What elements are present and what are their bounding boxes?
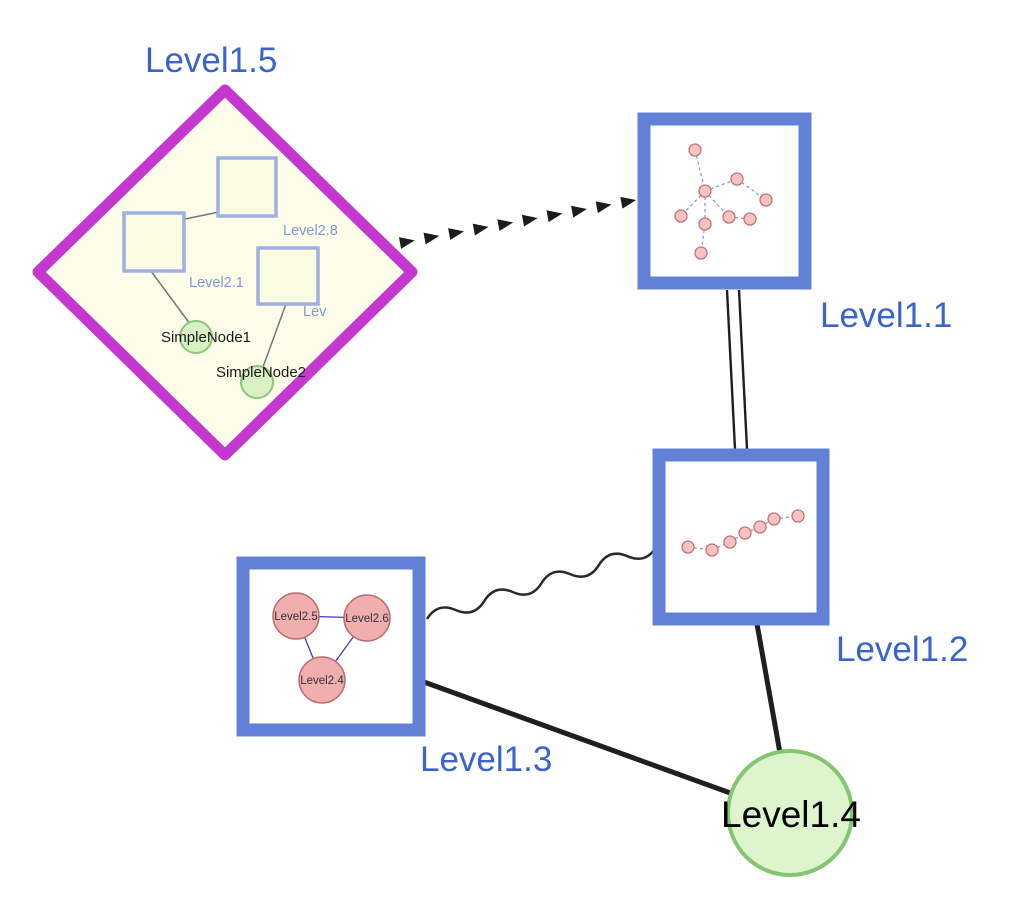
node-level1-3[interactable]: Level2.5 Level2.6 Level2.4 [236,556,426,737]
label-level1-4: Level1.4 [721,794,861,835]
edge-level1-5-to-level1-1[interactable] [398,194,638,249]
node-simplenode1[interactable] [179,320,213,354]
label-level1-2: Level1.2 [836,630,968,669]
edge-level1-3-to-level1-2[interactable] [425,541,658,625]
node-level1-5[interactable]: Level2.8 Level2.1 Lev SimpleNode1 Simple… [32,84,418,461]
node-level2-4[interactable] [298,656,346,704]
level1-4-circle[interactable] [726,749,854,877]
edge-lev-to-simplenode2[interactable] [262,303,287,368]
diamond-shape[interactable] [32,84,418,461]
label-level2-8: Level2.8 [283,223,338,239]
label-simplenode2: SimpleNode2 [216,364,306,381]
label-level1-3: Level1.3 [420,740,552,779]
node-level1-2[interactable] [652,448,830,626]
node-level2-x[interactable] [256,246,320,306]
label-level2-6: Level2.6 [345,613,388,625]
edge-level1-1-to-level1-2[interactable] [725,289,749,450]
node-level1-4[interactable]: Level1.4 [721,749,861,877]
node-level2-1[interactable] [122,211,186,273]
edge-level1-3-to-level1-4[interactable] [423,679,734,797]
label-level1-5: Level1.5 [145,41,277,80]
label-simplenode1: SimpleNode1 [161,329,251,346]
edge-level1-2-to-level1-4[interactable] [754,623,783,754]
label-level2-5: Level2.5 [274,611,317,623]
edge-level2-1-to-simplenode1[interactable] [150,270,191,325]
label-level2-4: Level2.4 [300,675,344,687]
label-level2-1: Level2.1 [189,275,244,291]
label-level1-1: Level1.1 [820,296,952,335]
level1-1-inner-nodes [674,143,773,260]
node-simplenode2[interactable] [240,365,274,399]
level1-2-inner-nodes [681,509,805,557]
edge-level2-8-to-level2-1[interactable] [184,211,220,220]
node-level2-8[interactable] [216,156,278,218]
node-level2-5[interactable] [272,592,320,640]
node-level1-1[interactable] [637,112,812,290]
level1-3-frame[interactable] [236,556,426,737]
level1-1-frame[interactable] [637,112,812,290]
node-level2-6[interactable] [343,594,391,642]
label-level2-x: Lev [303,304,327,320]
